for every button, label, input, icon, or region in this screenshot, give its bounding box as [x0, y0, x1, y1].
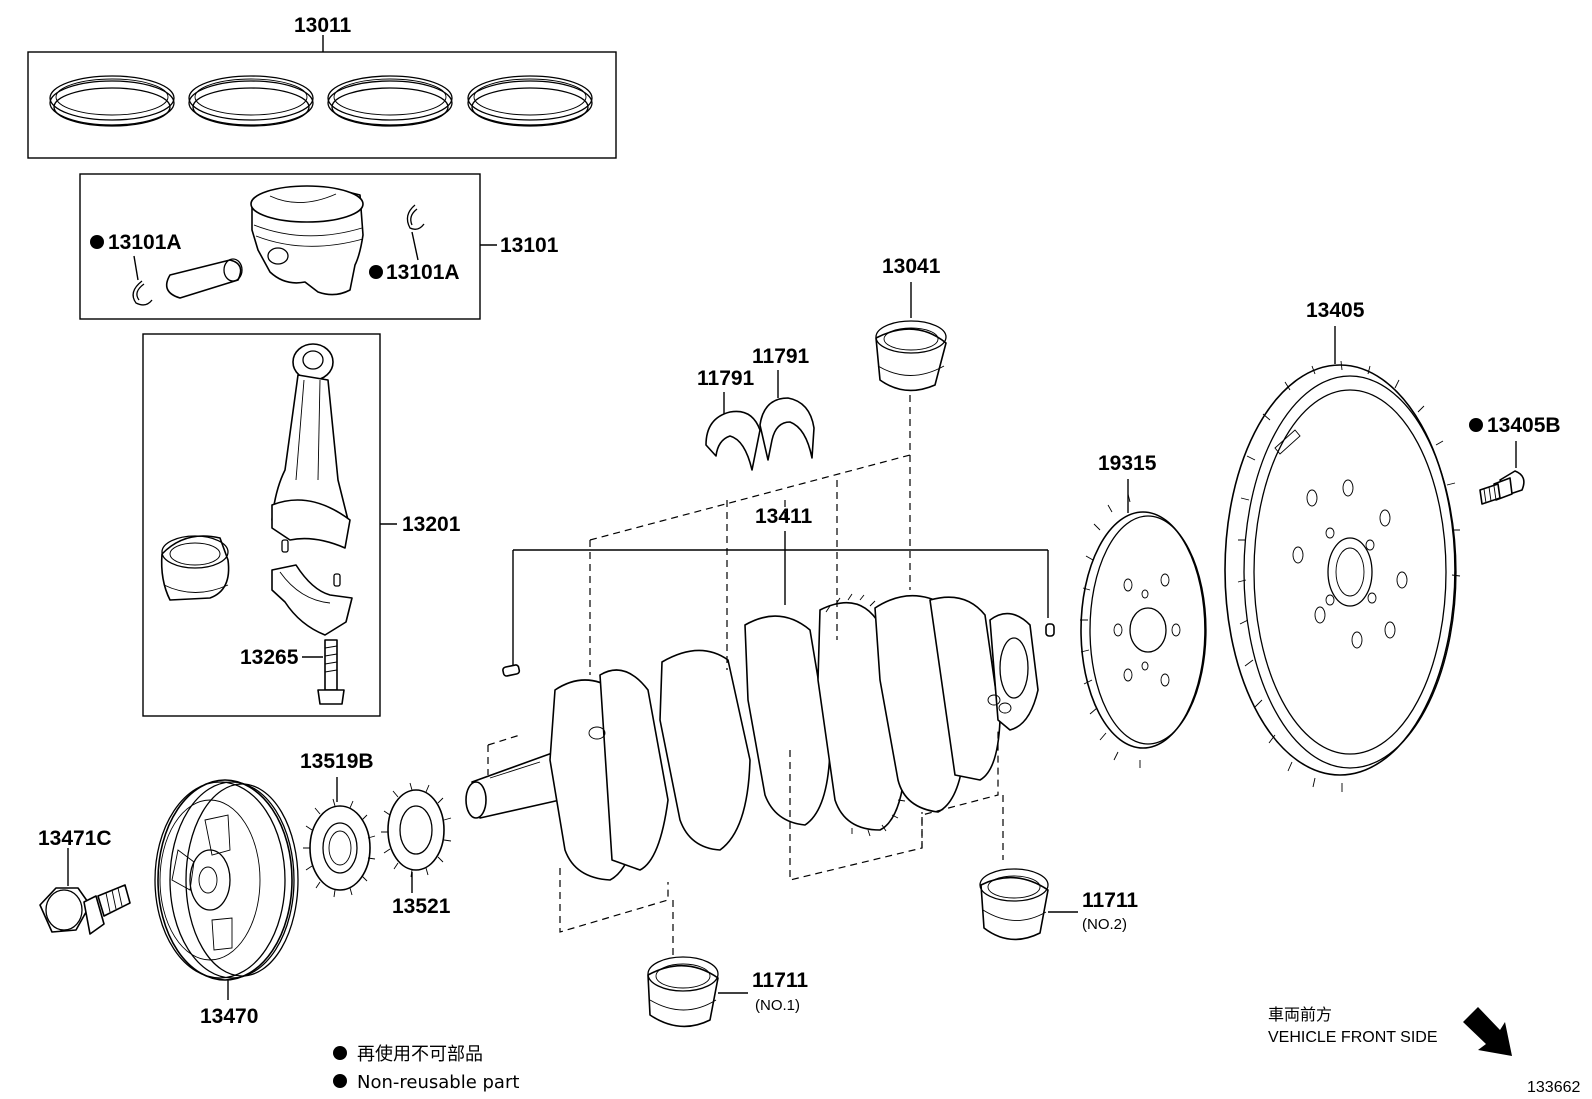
crank-timing-sprocket[interactable] [303, 798, 376, 898]
front-jp: 車両前方 [1268, 1005, 1332, 1024]
non-reusable-mark-icon [369, 265, 383, 279]
connecting-rod-group: 13201 13265 [142, 333, 461, 717]
label-13411[interactable]: 13411 [755, 505, 813, 528]
label-13470[interactable]: 13470 [200, 1005, 258, 1028]
front-arrow-icon [1463, 1007, 1512, 1056]
legend-jp: 再使用不可部品 [357, 1044, 483, 1065]
label-11711-no1-sub: (NO.1) [755, 997, 800, 1014]
piston-ring-set-group: 13011 [27, 14, 617, 159]
legend: 再使用不可部品 Non-reusable part [333, 1044, 519, 1093]
main-bearing-no2-group: 11711 (NO.2) [979, 868, 1138, 941]
rod-bearing[interactable] [160, 535, 230, 601]
main-bearing-no1[interactable] [647, 956, 719, 1028]
crank-pulley[interactable] [154, 779, 299, 981]
front-en: VEHICLE FRONT SIDE [1268, 1029, 1438, 1046]
label-11791-lower[interactable]: 11791 [697, 367, 755, 390]
piston-ring-3[interactable] [327, 75, 453, 127]
crank-timing-sprocket-group: 13519B [300, 750, 376, 898]
piston-ring-2[interactable] [188, 75, 314, 127]
snap-ring-right[interactable] [406, 204, 425, 230]
non-reusable-mark-icon [90, 235, 104, 249]
thrust-washer-2[interactable] [759, 397, 815, 461]
crank-pulley-bolt[interactable] [39, 884, 131, 935]
crankshaft-group: 13411 [465, 395, 1055, 955]
label-13265[interactable]: 13265 [240, 646, 299, 669]
thrust-washer-group: 11791 11791 [697, 345, 815, 471]
label-11711-no2-sub: (NO.2) [1082, 916, 1127, 933]
flywheel-group: 13405 13405B [1224, 299, 1561, 792]
non-reusable-mark-icon [333, 1074, 347, 1088]
label-13521[interactable]: 13521 [392, 895, 451, 918]
oil-pump-sprocket-group: 13521 [381, 782, 452, 918]
piston[interactable] [250, 185, 364, 296]
label-13201[interactable]: 13201 [402, 513, 461, 536]
non-reusable-mark-icon [1469, 418, 1483, 432]
label-13405B[interactable]: 13405B [1487, 414, 1561, 437]
crank-key-rear[interactable] [1045, 623, 1055, 637]
drive-plate-group: 19315 [1080, 452, 1207, 768]
main-bearing-no2[interactable] [979, 868, 1049, 941]
rod-bolt[interactable] [317, 639, 345, 705]
crankshaft[interactable] [465, 593, 1039, 881]
main-bearing-no1-group: 11711 (NO.1) [647, 956, 808, 1028]
label-13101A-right[interactable]: 13101A [386, 261, 460, 284]
vehicle-front-indicator: 車両前方 VEHICLE FRONT SIDE [1268, 1005, 1512, 1056]
label-13011[interactable]: 13011 [294, 14, 352, 37]
label-11711-no1[interactable]: 11711 [752, 969, 808, 992]
label-11711-no2[interactable]: 11711 [1082, 889, 1138, 912]
label-13041[interactable]: 13041 [882, 255, 941, 278]
snap-ring-left[interactable] [132, 280, 153, 306]
thrust-washer-1[interactable] [705, 410, 761, 471]
main-bearing-upper-group: 13041 [875, 255, 947, 392]
main-bearing-upper[interactable] [875, 320, 947, 392]
flywheel[interactable] [1224, 360, 1461, 792]
drive-plate[interactable] [1080, 493, 1207, 768]
label-11791-upper[interactable]: 11791 [752, 345, 810, 368]
piston-pin[interactable] [165, 258, 243, 299]
label-19315[interactable]: 19315 [1098, 452, 1157, 475]
label-13101[interactable]: 13101 [500, 234, 559, 257]
non-reusable-mark-icon [333, 1046, 347, 1060]
crank-key-front[interactable] [502, 664, 521, 677]
crank-pulley-group: 13470 13471C [38, 779, 299, 1028]
flywheel-bolt[interactable] [1479, 470, 1525, 505]
label-13101A-left[interactable]: 13101A [108, 231, 182, 254]
label-13519B[interactable]: 13519B [300, 750, 374, 773]
label-13405[interactable]: 13405 [1306, 299, 1365, 322]
piston-ring-1[interactable] [49, 75, 175, 127]
legend-en: Non-reusable part [357, 1072, 519, 1093]
label-13471C[interactable]: 13471C [38, 827, 112, 850]
connecting-rod[interactable] [271, 343, 351, 549]
illustration-id: 133662 [1527, 1079, 1580, 1096]
piston-set-group: 13101 13101A 13101A [79, 173, 559, 320]
piston-ring-4[interactable] [467, 75, 593, 127]
rod-cap[interactable] [271, 564, 353, 636]
oil-pump-drive-gear[interactable] [381, 782, 452, 878]
